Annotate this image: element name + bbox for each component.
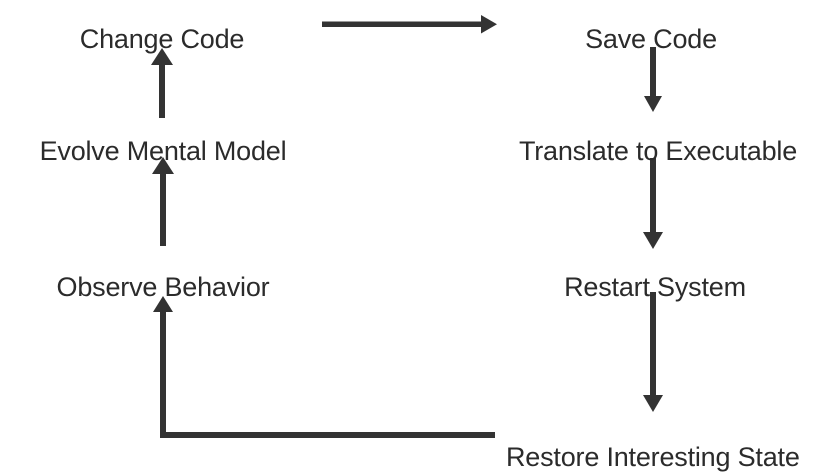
node-observe-behavior[interactable]: Observe Behavior [56, 272, 270, 302]
node-change-code[interactable]: Change Code [79, 24, 245, 54]
edge-translate-to-restart [643, 158, 663, 249]
node-restore-interesting-state[interactable]: Restore Interesting State [506, 442, 800, 472]
node-restart-system[interactable]: Restart System [564, 272, 746, 302]
node-save-code[interactable]: Save Code [585, 24, 717, 54]
edge-observe-to-evolve [152, 157, 174, 246]
edge-evolve-to-change-code [151, 48, 173, 118]
node-evolve-mental-model[interactable]: Evolve Mental Model [39, 136, 287, 166]
edge-restore-to-observe [153, 296, 495, 438]
edge-restart-to-restore [643, 292, 663, 412]
node-translate-to-executable[interactable]: Translate to Executable [518, 136, 798, 166]
edge-change-code-to-save-code [322, 15, 497, 34]
edge-save-code-to-translate [644, 47, 662, 112]
